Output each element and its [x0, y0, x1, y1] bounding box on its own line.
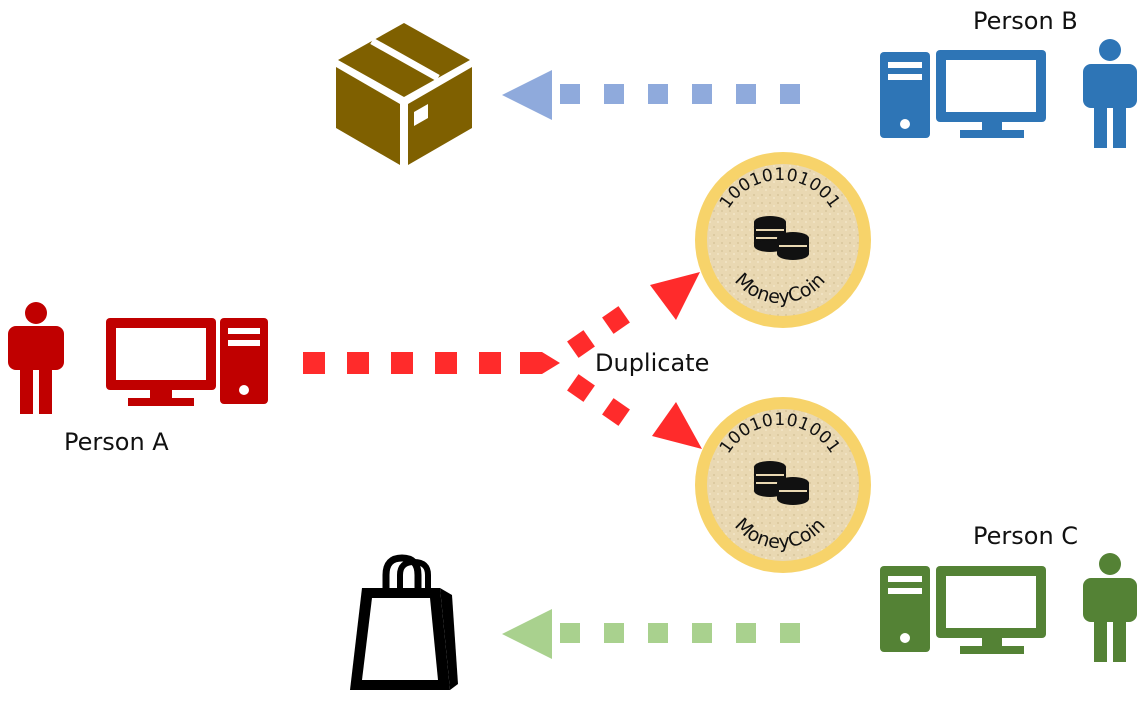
arrow-a-duplicate: [303, 272, 702, 449]
arrow-c-to-bag: [502, 609, 800, 659]
package-icon: [336, 23, 472, 165]
computer-icon: [880, 50, 1046, 138]
person-icon: [1083, 39, 1137, 148]
person-icon: [8, 302, 64, 414]
coins-icon: [754, 461, 809, 505]
moneycoin-top: 10010101001 MoneyCoin: [695, 152, 871, 328]
coins-icon: [754, 216, 809, 260]
person-c-label: Person C: [973, 522, 1079, 550]
shopping-bag-icon: [350, 554, 458, 690]
computer-icon: [106, 318, 268, 406]
arrow-b-to-package: [502, 70, 800, 120]
person-icon: [1083, 553, 1137, 662]
person-b-label: Person B: [973, 7, 1078, 35]
duplicate-label: Duplicate: [595, 349, 710, 377]
moneycoin-bottom: 10010101001 MoneyCoin: [695, 397, 871, 573]
person-a-label: Person A: [64, 428, 169, 456]
computer-icon: [880, 566, 1046, 654]
